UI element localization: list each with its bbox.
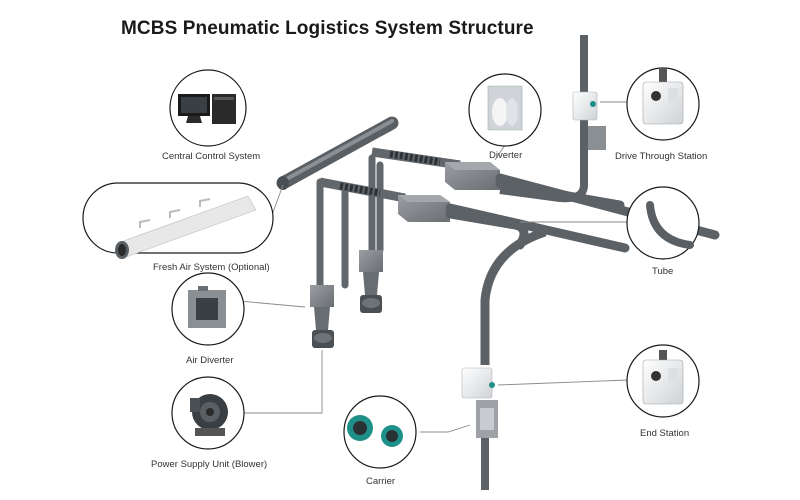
diagram-title: MCBS Pneumatic Logistics System Structur… <box>121 18 534 39</box>
air-drop-pipes <box>316 154 384 289</box>
drive-through-device <box>572 91 606 150</box>
diverter-box-upper <box>445 162 500 190</box>
label-tube: Tube <box>652 266 674 277</box>
label-central-control: Central Control System <box>162 151 261 162</box>
air-diverter-unit-2 <box>359 250 383 313</box>
label-carrier: Carrier <box>366 476 396 487</box>
callout-lines <box>227 101 629 433</box>
diverter-box-lower <box>398 195 450 222</box>
label-drive-through: Drive Through Station <box>615 151 708 162</box>
label-fresh-air: Fresh Air System (Optional) <box>153 262 270 273</box>
label-air-diverter: Air Diverter <box>186 355 234 366</box>
air-diverter-unit-1 <box>310 285 334 348</box>
air-diverter-icon <box>188 286 226 328</box>
label-end-station: End Station <box>640 428 690 439</box>
blower-icon <box>190 394 228 436</box>
label-power-supply: Power Supply Unit (Blower) <box>151 459 268 470</box>
drive-through-icon <box>642 68 684 125</box>
diverter-icon <box>487 85 523 131</box>
fresh-air-pipe-icon <box>115 195 257 259</box>
end-station-icon <box>642 350 684 405</box>
end-station-tube <box>480 227 547 365</box>
end-station-device <box>461 367 498 438</box>
fresh-air-callout <box>82 182 274 254</box>
carrier-icon <box>347 415 403 447</box>
tube-icon <box>646 201 694 249</box>
main-vertical-tube <box>499 35 588 203</box>
label-diverter: Diverter <box>489 150 523 161</box>
monitor-icon <box>178 94 236 124</box>
